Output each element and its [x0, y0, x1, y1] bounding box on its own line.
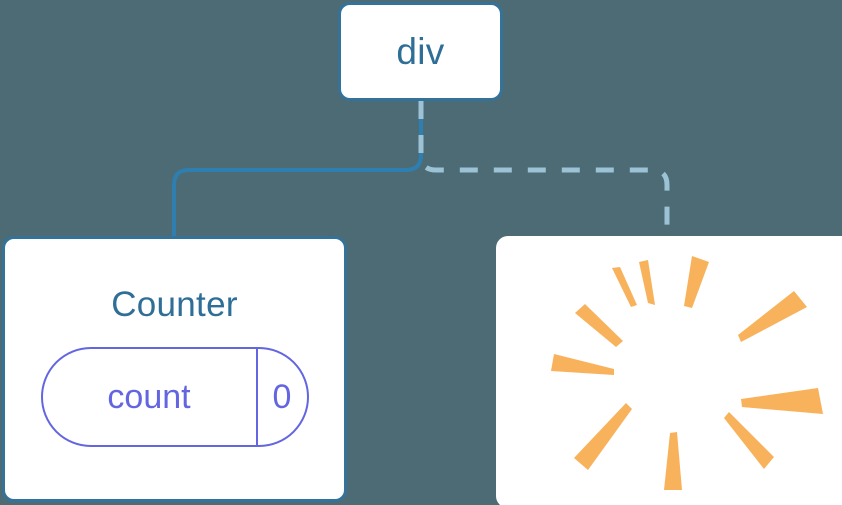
state-key-label: count [43, 349, 258, 445]
edge-div-to-counter [172, 99, 423, 240]
edge-div-to-burst [418, 101, 670, 238]
node-counter-title: Counter [111, 285, 238, 324]
node-counter[interactable]: Counter count 0 [2, 236, 347, 502]
state-pill-count[interactable]: count 0 [40, 347, 309, 447]
node-div-title: div [396, 31, 445, 72]
node-div[interactable]: div [338, 2, 503, 101]
node-burst[interactable] [496, 236, 842, 505]
state-value-label: 0 [272, 378, 292, 416]
sparkle-burst-icon [551, 256, 823, 490]
